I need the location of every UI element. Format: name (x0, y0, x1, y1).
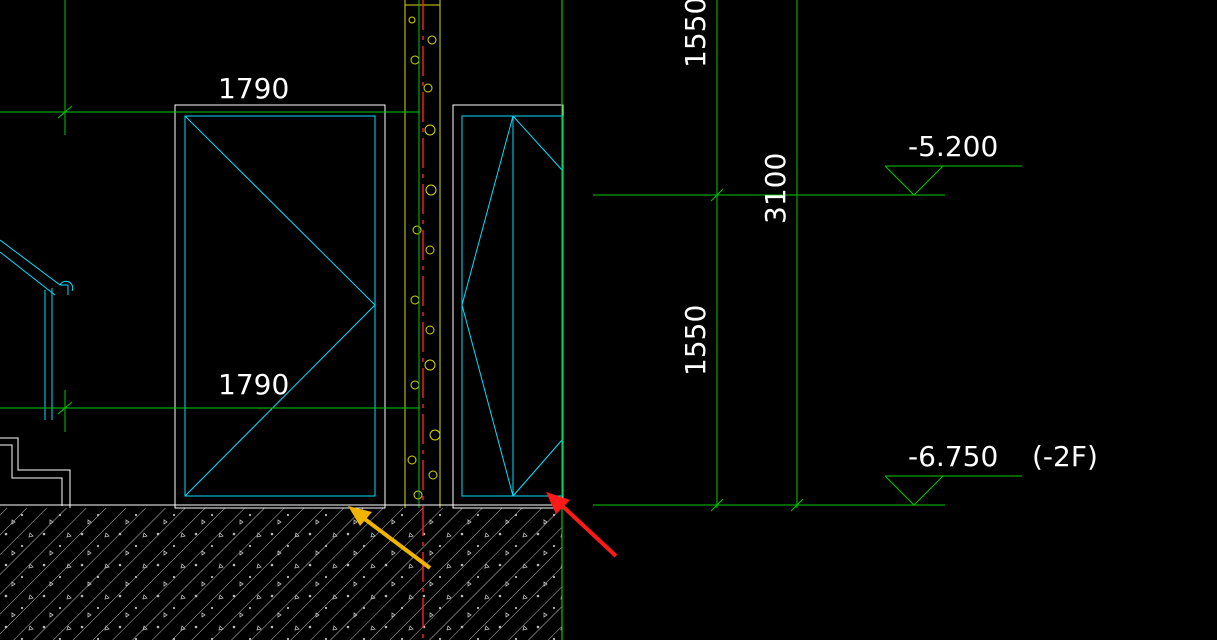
arrow-yellow (348, 506, 432, 570)
floor-level-label: (-2F) (1032, 440, 1098, 473)
elevation-upper-label: -5.200 (908, 130, 998, 163)
dim-lower-height: 1550 (679, 305, 712, 376)
window-outline (452, 104, 564, 509)
dim-upper-height: 1550 (679, 0, 712, 68)
elevation-lower-label: -6.750 (908, 440, 998, 473)
elevation-marker-upper (884, 165, 1022, 196)
ground-hatch (0, 508, 562, 640)
staircase-railing (0, 239, 74, 420)
dim-total-height: 3100 (759, 153, 792, 224)
wall-column (404, 0, 441, 508)
door-outline (174, 104, 386, 509)
horizontal-dimensions (0, 0, 420, 432)
dim-bottom-width: 1790 (218, 368, 289, 401)
stair-steps (0, 437, 71, 508)
dim-top-width: 1790 (218, 72, 289, 105)
vertical-dimensions (593, 0, 945, 512)
arrow-red (546, 492, 618, 558)
elevation-marker-lower (884, 475, 1022, 506)
